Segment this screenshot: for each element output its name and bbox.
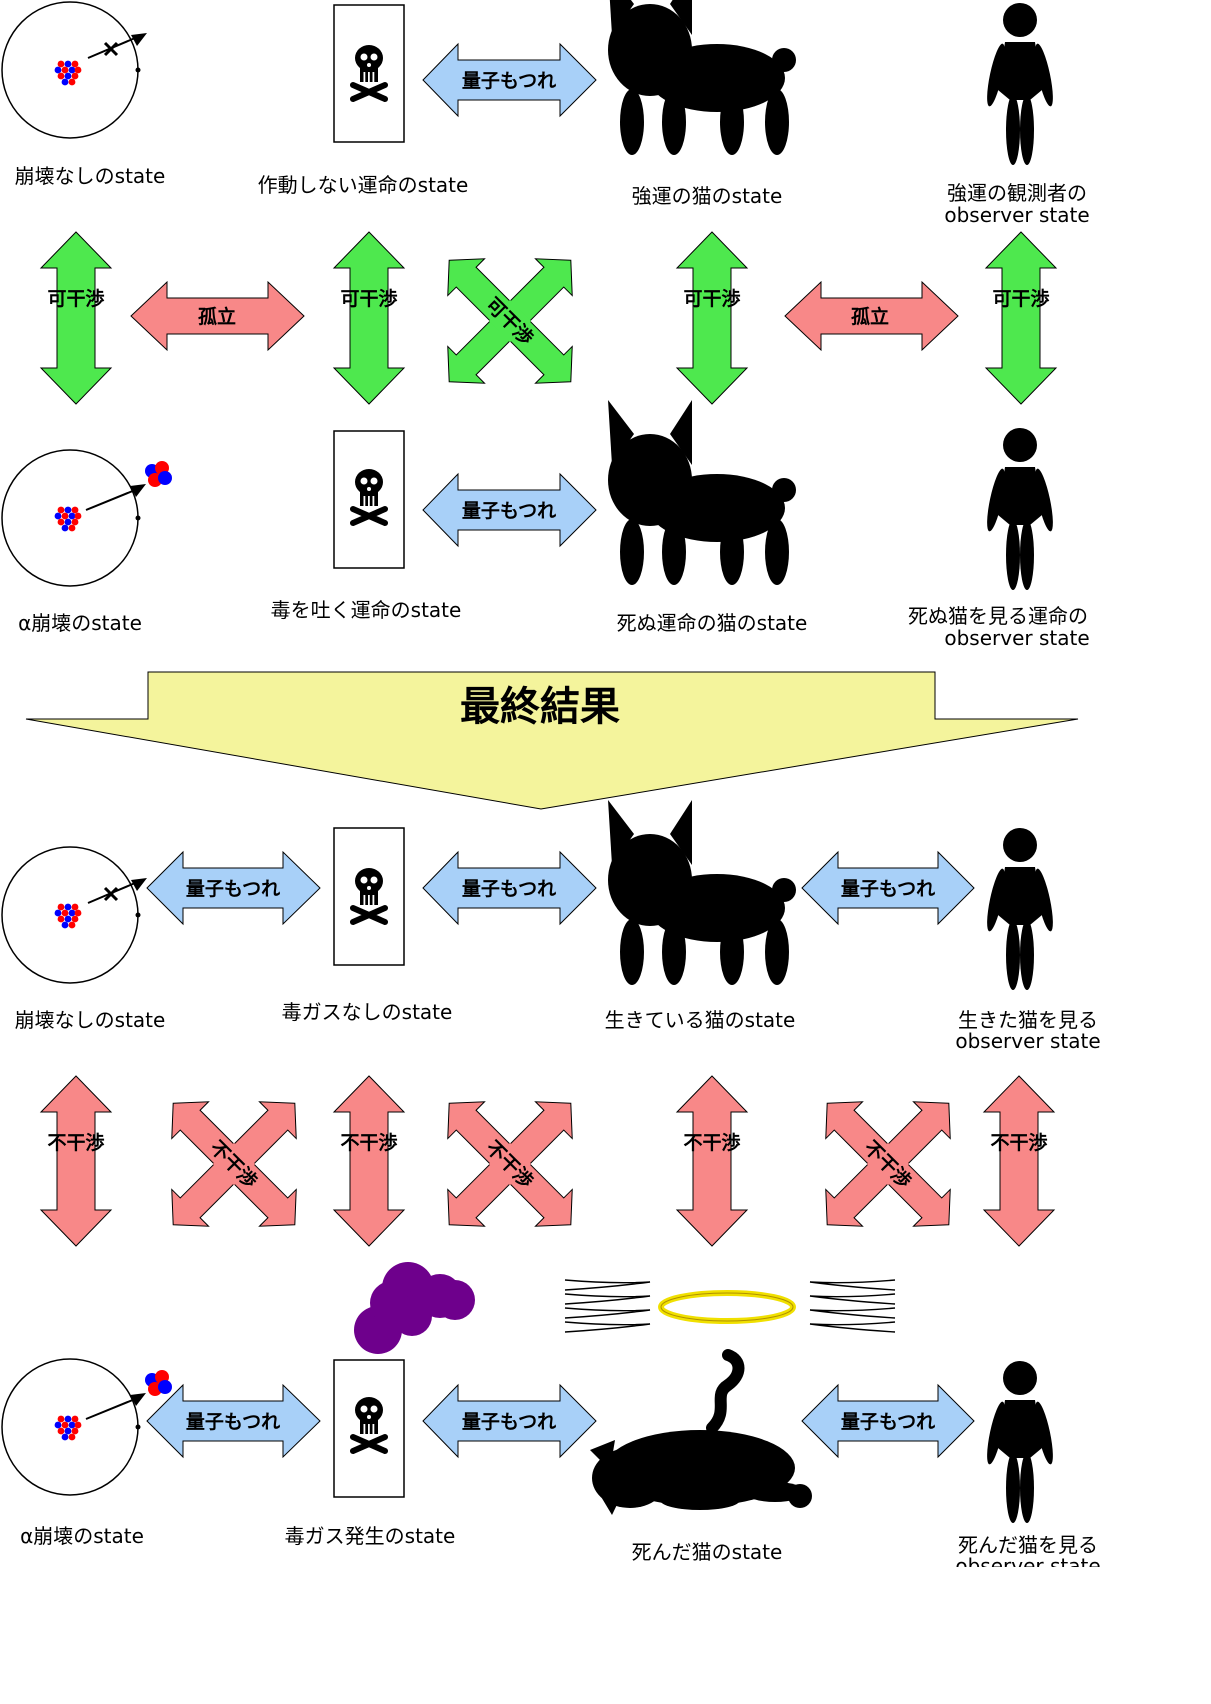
observer-label-2: observer state <box>955 1554 1100 1567</box>
device-label: 毒ガス発生のstate <box>285 1524 456 1548</box>
no-interfere-arrow: 不干渉 <box>332 1075 406 1247</box>
no-interfere-label: 不干渉 <box>340 1131 397 1154</box>
motion-lines-icon <box>564 1279 896 1333</box>
observer-icon <box>983 3 1057 165</box>
isolate-arrow: 孤立 <box>130 280 305 352</box>
schrodinger-diagram: 崩壊なしのstate 作動しない運命のstate 量子もつれ 強運の猫のstat… <box>1 0 1101 1567</box>
final-result-label: 最終結果 <box>460 684 620 730</box>
cat-icon <box>608 0 796 155</box>
entangle-arrow: 量子もつれ <box>422 850 597 926</box>
dead-cat-icon <box>590 1349 812 1515</box>
atom-label: α崩壊のstate <box>20 1524 144 1548</box>
poison-device-icon <box>333 4 405 143</box>
atom-label: 崩壊なしのstate <box>15 164 166 188</box>
observer-icon <box>983 1361 1057 1523</box>
entangle-label: 量子もつれ <box>462 1411 556 1433</box>
interfere-label: 可干渉 <box>683 287 740 310</box>
no-interfere-arrow: 不干渉 <box>982 1075 1056 1247</box>
observer-label: 死ぬ猫を見る運命の <box>908 604 1088 628</box>
device-label: 毒ガスなしのstate <box>282 1000 453 1024</box>
no-interfere-label: 不干渉 <box>47 1131 104 1154</box>
entangle-arrow: 量子もつれ <box>801 850 975 926</box>
atom-label: α崩壊のstate <box>18 611 142 635</box>
entangle-arrow: 量子もつれ <box>422 472 597 548</box>
interfere-arrow: 可干渉 <box>675 231 749 405</box>
atom-alpha-decay-icon <box>1 1358 172 1496</box>
cross-no-interfere-arrow: 不干渉 <box>447 1101 573 1227</box>
cat-icon <box>608 800 796 985</box>
no-interfere-label: 不干渉 <box>683 1131 740 1154</box>
observer-label: 強運の観測者の <box>947 181 1087 205</box>
atom-no-decay-icon <box>1 846 147 984</box>
cross-interfere-arrow: 可干渉 <box>447 258 573 384</box>
interfere-label: 可干渉 <box>340 287 397 310</box>
device-label: 作動しない運命のstate <box>258 173 469 197</box>
device-label: 毒を吐く運命のstate <box>271 598 462 622</box>
interfere-arrow: 可干渉 <box>332 231 406 405</box>
isolate-arrow: 孤立 <box>784 280 959 352</box>
observer-label: 生きた猫を見る <box>958 1008 1098 1032</box>
isolate-label: 孤立 <box>198 305 236 328</box>
entangle-arrow: 量子もつれ <box>801 1383 975 1459</box>
observer-icon <box>983 828 1057 990</box>
cat-icon <box>608 400 796 585</box>
entangle-label: 量子もつれ <box>841 1411 935 1433</box>
isolate-label: 孤立 <box>851 305 889 328</box>
entangle-arrow: 量子もつれ <box>422 42 597 118</box>
observer-label-2: observer state <box>944 626 1089 650</box>
no-interfere-arrow: 不干渉 <box>39 1075 113 1247</box>
cat-label: 強運の猫のstate <box>632 184 783 208</box>
entangle-label: 量子もつれ <box>462 500 556 522</box>
observer-label-2: observer state <box>944 203 1089 227</box>
observer-label: 死んだ猫を見る <box>958 1533 1098 1557</box>
cat-label: 死ぬ運命の猫のstate <box>617 611 808 635</box>
interfere-arrow: 可干渉 <box>39 231 113 405</box>
observer-icon <box>983 428 1057 590</box>
entangle-label: 量子もつれ <box>462 70 556 92</box>
final-result-arrow: 最終結果 <box>25 671 1079 810</box>
no-interfere-arrow: 不干渉 <box>675 1075 749 1247</box>
cat-label: 生きている猫のstate <box>605 1008 796 1032</box>
cross-no-interfere-arrow: 不干渉 <box>171 1101 297 1227</box>
cross-no-interfere-arrow: 不干渉 <box>825 1101 951 1227</box>
observer-label-2: observer state <box>955 1029 1100 1053</box>
entangle-arrow: 量子もつれ <box>422 1383 597 1459</box>
atom-no-decay-icon <box>1 1 147 139</box>
atom-label: 崩壊なしのstate <box>15 1008 166 1032</box>
entangle-label: 量子もつれ <box>841 878 935 900</box>
poison-device-icon <box>333 1359 405 1498</box>
poison-device-icon <box>333 430 405 569</box>
cat-label: 死んだ猫のstate <box>632 1540 783 1564</box>
no-interfere-label: 不干渉 <box>990 1131 1047 1154</box>
entangle-arrow: 量子もつれ <box>146 1383 321 1459</box>
poison-gas-cloud-icon <box>354 1262 475 1354</box>
interfere-label: 可干渉 <box>992 287 1049 310</box>
entangle-label: 量子もつれ <box>186 1411 280 1433</box>
entangle-label: 量子もつれ <box>186 878 280 900</box>
poison-device-icon <box>333 827 405 966</box>
halo-icon <box>658 1290 796 1324</box>
interfere-label: 可干渉 <box>47 287 104 310</box>
atom-alpha-decay-icon <box>1 449 172 587</box>
entangle-arrow: 量子もつれ <box>146 850 321 926</box>
interfere-arrow: 可干渉 <box>984 231 1058 405</box>
entangle-label: 量子もつれ <box>462 878 556 900</box>
